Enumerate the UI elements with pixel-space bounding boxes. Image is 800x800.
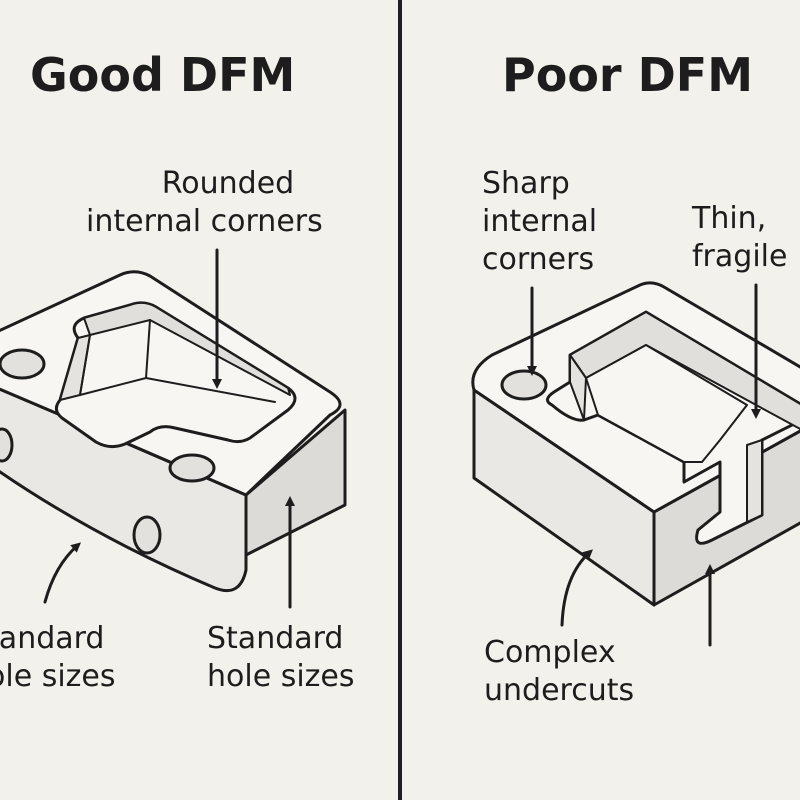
undercuts-line1: Complex (484, 635, 616, 670)
panel-divider (398, 0, 402, 800)
good-top-hole-right (168, 453, 216, 483)
good-dfm-part-illustration (0, 248, 347, 609)
sharp-corners-line1: Sharp (482, 166, 570, 201)
poor-top-hole (500, 369, 548, 401)
hole-sizes-left-arrow (43, 542, 82, 604)
sharp-corners-line2: internal (482, 204, 598, 239)
poor-dfm-panel: Poor DFM (402, 0, 800, 800)
hole-sizes-left-label: Standard hole sizes (0, 620, 116, 696)
rounded-corners-label-2: internal corners (86, 203, 323, 241)
undercuts-line2: undercuts (484, 673, 635, 708)
thin-walls-label: Thin, fragile (692, 200, 787, 276)
thin-walls-line1: Thin, (692, 201, 767, 236)
good-dfm-title: Good DFM (30, 48, 296, 102)
good-part-side-face (244, 408, 347, 557)
hole-sizes-left-line2: hole sizes (0, 659, 116, 694)
rounded-corners-label-line1: Rounded (161, 166, 295, 201)
good-front-hole (132, 515, 162, 555)
thin-walls-line2: fragile (692, 239, 788, 274)
good-top-hole-left (0, 348, 46, 380)
poor-dfm-title: Poor DFM (502, 48, 754, 102)
hole-sizes-right-line1: Standard (207, 621, 344, 656)
poor-dfm-part-illustration (471, 281, 800, 647)
poor-pocket-left-wall (569, 354, 587, 421)
good-side-hole (0, 427, 14, 463)
poor-pocket-floor (585, 344, 748, 463)
hole-sizes-right-label: Standard hole sizes (207, 620, 355, 696)
good-pocket-back-wall (83, 301, 291, 396)
poor-thin-wall (746, 439, 763, 523)
undercuts-left-arrow (560, 549, 593, 627)
hole-sizes-right-line2: hole sizes (207, 659, 355, 694)
rounded-corners-label: Rounded (128, 165, 328, 203)
sharp-corners-label: Sharp internal corners (482, 165, 597, 279)
undercuts-label: Complex undercuts (484, 634, 634, 710)
rounded-corners-label-line2: internal corners (86, 204, 323, 239)
hole-sizes-left-line1: Standard (0, 621, 105, 656)
sharp-corners-line3: corners (482, 242, 595, 277)
good-dfm-panel: Good DFM (0, 0, 398, 800)
